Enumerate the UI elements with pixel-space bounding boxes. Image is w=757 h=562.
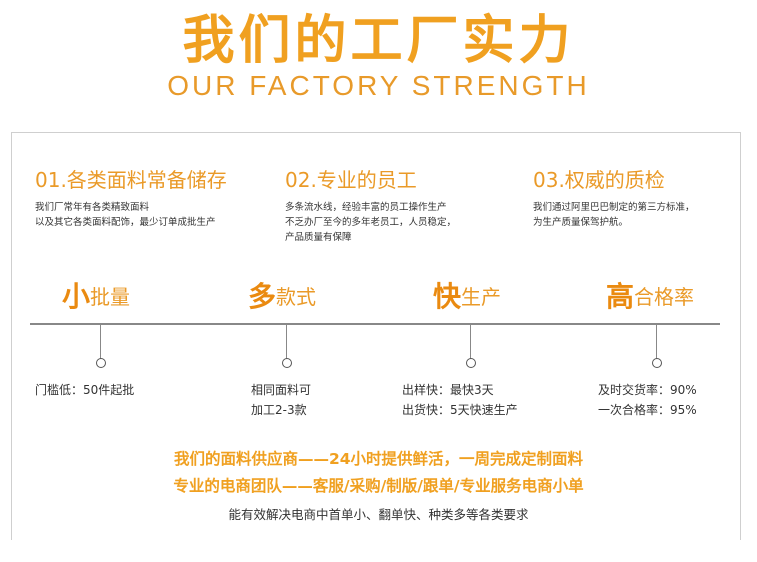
feature-staff: 02.专业的员工 多条流水线，经验丰富的员工操作生产 不乏办厂至今的多年老员工，…: [285, 166, 456, 245]
note-min-order: 门槛低：50件起批: [35, 383, 135, 397]
promo-summary: 能有效解决电商中首单小、翻单快、种类多等各类要求: [228, 507, 529, 522]
timeline-tick: [470, 324, 471, 359]
feature-qc: 03.权威的质检 我们通过阿里巴巴制定的第三方标准， 为生产质量保驾护航。: [533, 166, 695, 230]
keyword-rest: 批量: [90, 285, 131, 309]
feature-title: 02.专业的员工: [285, 168, 417, 192]
keyword-big-char: 高: [606, 280, 635, 313]
keyword-big-char: 小: [62, 280, 91, 313]
keyword-rest: 款式: [276, 285, 317, 309]
timeline-tick: [656, 324, 657, 359]
page-subtitle: OUR FACTORY STRENGTH: [167, 70, 590, 101]
keyword-small-batch: 小批量: [62, 280, 130, 314]
timeline-node-icon: [652, 358, 662, 368]
keyword-big-char: 多: [248, 280, 277, 313]
timeline-line: [30, 323, 720, 325]
keyword-fast-production: 快生产: [433, 280, 501, 314]
page-title: 我们的工厂实力: [182, 11, 575, 71]
feature-title: 01.各类面料常备储存: [35, 168, 227, 192]
keyword-rest: 合格率: [634, 285, 695, 309]
keyword-big-char: 快: [433, 280, 462, 313]
promo-supplier: 我们的面料供应商——24小时提供鲜活，一周完成定制面料: [173, 450, 584, 468]
feature-stock: 01.各类面料常备储存 我们厂常年有各类精致面料 以及其它各类面料配饰，最少订单…: [35, 166, 227, 230]
note-delivery-speed: 出样快：最快3天 出货快：5天快速生产: [402, 383, 518, 417]
keyword-rest: 生产: [461, 285, 502, 309]
timeline-tick: [100, 324, 101, 359]
feature-desc: 我们通过阿里巴巴制定的第三方标准， 为生产质量保驾护航。: [533, 202, 695, 228]
promo-team: 专业的电商团队——客服/采购/制版/跟单/专业服务电商小单: [173, 477, 584, 495]
note-delivery-rates: 及时交货率：90% 一次合格率：95%: [598, 383, 697, 417]
content-panel: [11, 132, 741, 540]
keyword-high-pass-rate: 高合格率: [606, 280, 694, 314]
timeline-node-icon: [282, 358, 292, 368]
keyword-many-styles: 多款式: [248, 280, 316, 314]
note-same-fabric: 相同面料可 加工2-3款: [251, 383, 312, 417]
feature-title: 03.权威的质检: [533, 168, 665, 192]
feature-desc: 多条流水线，经验丰富的员工操作生产 不乏办厂至今的多年老员工，人员稳定， 产品质…: [285, 202, 457, 243]
timeline-tick: [286, 324, 287, 359]
feature-desc: 我们厂常年有各类精致面料 以及其它各类面料配饰，最少订单成批生产: [35, 202, 216, 228]
timeline-node-icon: [466, 358, 476, 368]
timeline-node-icon: [96, 358, 106, 368]
